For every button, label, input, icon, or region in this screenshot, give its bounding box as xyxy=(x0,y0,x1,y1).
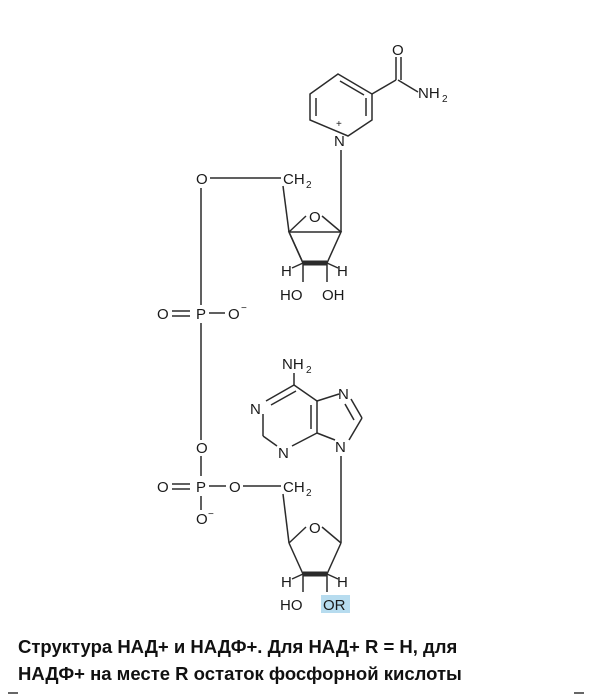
adenine-nh2: NH xyxy=(282,356,304,373)
or-bottom: OR xyxy=(323,597,346,614)
link-oxygen-top: O xyxy=(196,171,208,188)
caption-line-1: Структура НАД+ и НАДФ+. Для НАД+ R = H, … xyxy=(18,636,458,657)
ring-oxygen-top: O xyxy=(309,209,321,226)
h-right-top: H xyxy=(337,263,348,280)
ch2-bottom-subscript: 2 xyxy=(306,488,312,499)
ribose-top xyxy=(282,185,343,282)
phosphate2-p: P xyxy=(196,479,206,496)
bridge-oxygen: O xyxy=(196,440,208,457)
phosphate2-charge: − xyxy=(208,509,214,520)
adenine-n9: N xyxy=(335,439,346,456)
adenine-n7: N xyxy=(338,386,349,403)
phosphate1-o-minus: O xyxy=(228,306,240,323)
adenine-ring xyxy=(262,373,363,447)
ch2-bottom: CH xyxy=(283,479,305,496)
amide-group xyxy=(371,57,419,95)
phosphate1-p: P xyxy=(196,306,206,323)
adenine-nh2-subscript: 2 xyxy=(306,365,312,376)
adenine-n1: N xyxy=(250,401,261,418)
pyridinium-charge: + xyxy=(336,119,342,130)
ch2-top: CH xyxy=(283,171,305,188)
phosphate2-o-link: O xyxy=(229,479,241,496)
phosphate2-o-minus: O xyxy=(196,511,208,528)
phosphate1-charge: − xyxy=(241,303,247,314)
amide-nh: NH xyxy=(418,85,440,102)
corner-mark-right xyxy=(574,692,584,694)
figure-caption: Структура НАД+ и НАДФ+. Для НАД+ R = H, … xyxy=(18,633,578,687)
caption-line-2: НАДФ+ на месте R остаток фосфорной кисло… xyxy=(18,663,462,684)
ring-oxygen-bottom: O xyxy=(309,520,321,537)
corner-mark-left xyxy=(8,692,18,694)
adenine-n3: N xyxy=(278,445,289,462)
ho-top: HO xyxy=(280,287,303,304)
ribose-bottom xyxy=(282,493,342,592)
ch2-top-subscript: 2 xyxy=(306,180,312,191)
or-highlight xyxy=(321,595,350,613)
h-left-top: H xyxy=(281,263,292,280)
phosphate1-double-o: O xyxy=(157,306,169,323)
amide-subscript: 2 xyxy=(442,94,448,105)
carbonyl-oxygen: O xyxy=(392,42,404,59)
h-right-bottom: H xyxy=(337,574,348,591)
h-left-bottom: H xyxy=(281,574,292,591)
ho-bottom: HO xyxy=(280,597,303,614)
pyridinium-nitrogen: N xyxy=(334,133,345,150)
nad-structure-diagram: O NH 2 N + O H H HO OH CH 2 O O P O − O … xyxy=(157,42,448,614)
oh-top: OH xyxy=(322,287,345,304)
phosphate2-double-o: O xyxy=(157,479,169,496)
